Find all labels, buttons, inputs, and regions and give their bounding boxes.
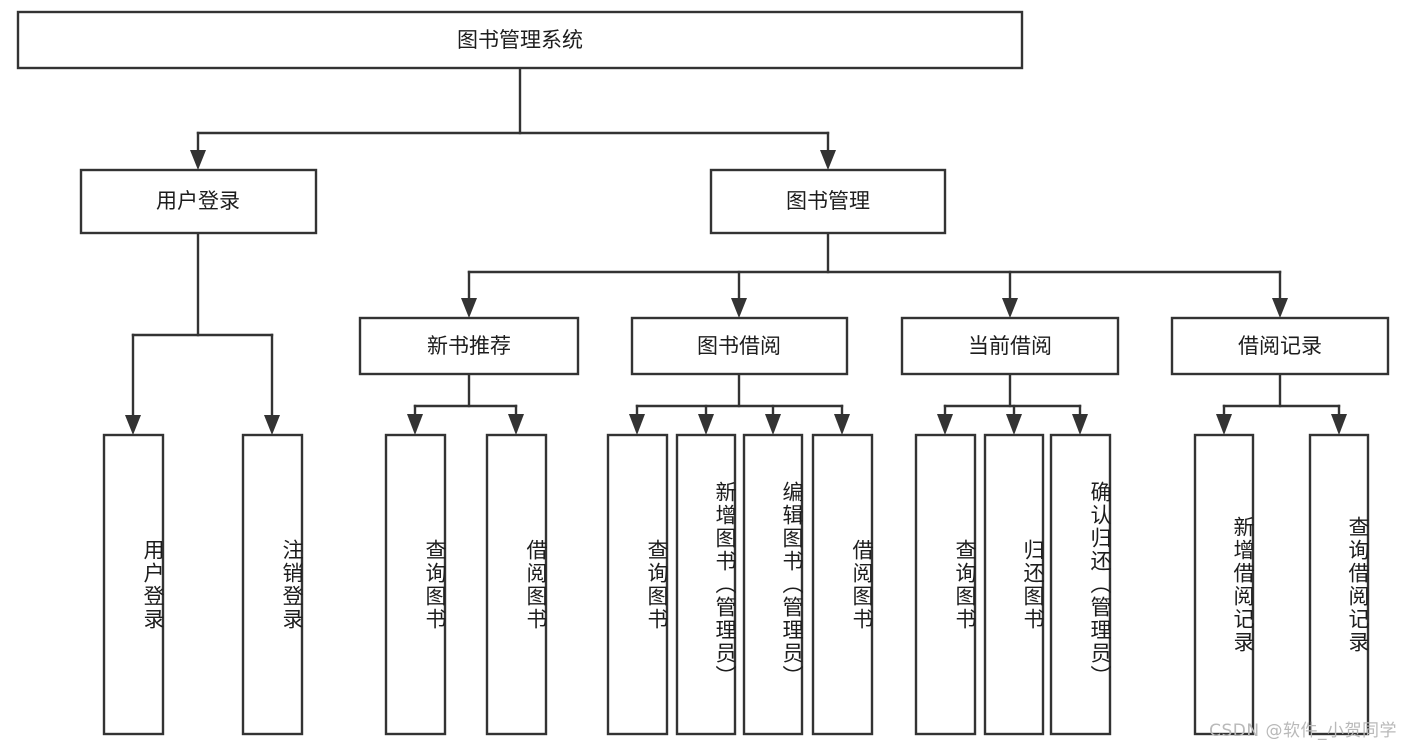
- node-book-manage[interactable]: 图书管理: [709, 168, 947, 235]
- node-book-manage-box[interactable]: [709, 168, 947, 235]
- node-leaf-query-book-borrow-box[interactable]: [606, 433, 669, 736]
- connector-group-current-borrow: [937, 372, 1088, 435]
- node-user-login[interactable]: 用户登录: [79, 168, 318, 235]
- node-leaf-confirm-return-admin-box[interactable]: [1049, 433, 1112, 736]
- node-new-book-recommend-label: 新书推荐: [427, 334, 511, 358]
- connector-group-borrow-record: [1216, 372, 1347, 435]
- node-root-label: 图书管理系统: [457, 28, 583, 52]
- arrowhead-leaf-add-borrow-record: [1216, 414, 1232, 435]
- arrowhead-leaf-borrow-book-recommend: [508, 414, 524, 435]
- node-leaf-add-borrow-record-box[interactable]: [1193, 433, 1255, 736]
- arrowhead-leaf-query-book-recommend: [407, 414, 423, 435]
- arrowhead-leaf-add-book-admin: [698, 414, 714, 435]
- arrowhead-borrow-record: [1272, 298, 1288, 318]
- node-borrow-record[interactable]: 借阅记录: [1170, 316, 1390, 376]
- arrowhead-leaf-edit-book-admin: [765, 414, 781, 435]
- connector-group-book-borrow: [629, 372, 850, 435]
- leaf-boxes: [102, 433, 1370, 736]
- node-book-borrow-box[interactable]: [630, 316, 849, 376]
- arrowhead-leaf-return-book: [1006, 414, 1022, 435]
- arrowhead-new-book-recommend: [461, 298, 477, 318]
- node-current-borrow-box[interactable]: [900, 316, 1120, 376]
- arrowhead-leaf-user-login: [125, 415, 141, 435]
- node-borrow-record-box[interactable]: [1170, 316, 1390, 376]
- node-current-borrow[interactable]: 当前借阅: [900, 316, 1120, 376]
- arrowhead-book-manage: [820, 150, 836, 170]
- arrowhead-leaf-confirm-return-admin: [1072, 414, 1088, 435]
- arrowhead-book-borrow: [731, 298, 747, 318]
- node-leaf-user-login-box[interactable]: [102, 433, 165, 736]
- arrowhead-leaf-query-book-borrow: [629, 414, 645, 435]
- connector-group-user-login: [125, 231, 280, 435]
- node-leaf-edit-book-admin-box[interactable]: [742, 433, 804, 736]
- node-leaf-logout-login-box[interactable]: [241, 433, 304, 736]
- connector-group-book-manage: [461, 231, 1288, 318]
- node-leaf-add-book-admin-box[interactable]: [675, 433, 737, 736]
- node-leaf-query-book-current-box[interactable]: [914, 433, 977, 736]
- arrowhead-leaf-borrow-book: [834, 414, 850, 435]
- node-root-box[interactable]: [16, 10, 1024, 70]
- connector-group-new-book-recommend: [407, 372, 524, 435]
- arrowhead-user-login: [190, 150, 206, 170]
- node-new-book-recommend[interactable]: 新书推荐: [358, 316, 580, 376]
- arrowhead-leaf-query-borrow-record: [1331, 414, 1347, 435]
- node-borrow-record-label: 借阅记录: [1238, 334, 1322, 358]
- node-new-book-recommend-box[interactable]: [358, 316, 580, 376]
- node-leaf-borrow-book-recommend-box[interactable]: [485, 433, 548, 736]
- node-user-login-box[interactable]: [79, 168, 318, 235]
- node-current-borrow-label: 当前借阅: [968, 334, 1052, 358]
- node-leaf-query-borrow-record-box[interactable]: [1308, 433, 1370, 736]
- arrowhead-current-borrow: [1002, 298, 1018, 318]
- node-leaf-borrow-book-box[interactable]: [811, 433, 874, 736]
- node-user-login-label: 用户登录: [156, 189, 240, 213]
- connector-group-root: [190, 66, 836, 170]
- arrowhead-leaf-logout-login: [264, 415, 280, 435]
- node-root[interactable]: 图书管理系统: [16, 10, 1024, 70]
- node-book-manage-label: 图书管理: [786, 189, 870, 213]
- node-book-borrow[interactable]: 图书借阅: [630, 316, 849, 376]
- arrowhead-leaf-query-book-current: [937, 414, 953, 435]
- node-book-borrow-label: 图书借阅: [697, 334, 781, 358]
- node-leaf-query-book-recommend-box[interactable]: [384, 433, 447, 736]
- node-leaf-return-book-box[interactable]: [983, 433, 1045, 736]
- csdn-watermark: CSDN @软件_小贺同学: [1209, 721, 1397, 741]
